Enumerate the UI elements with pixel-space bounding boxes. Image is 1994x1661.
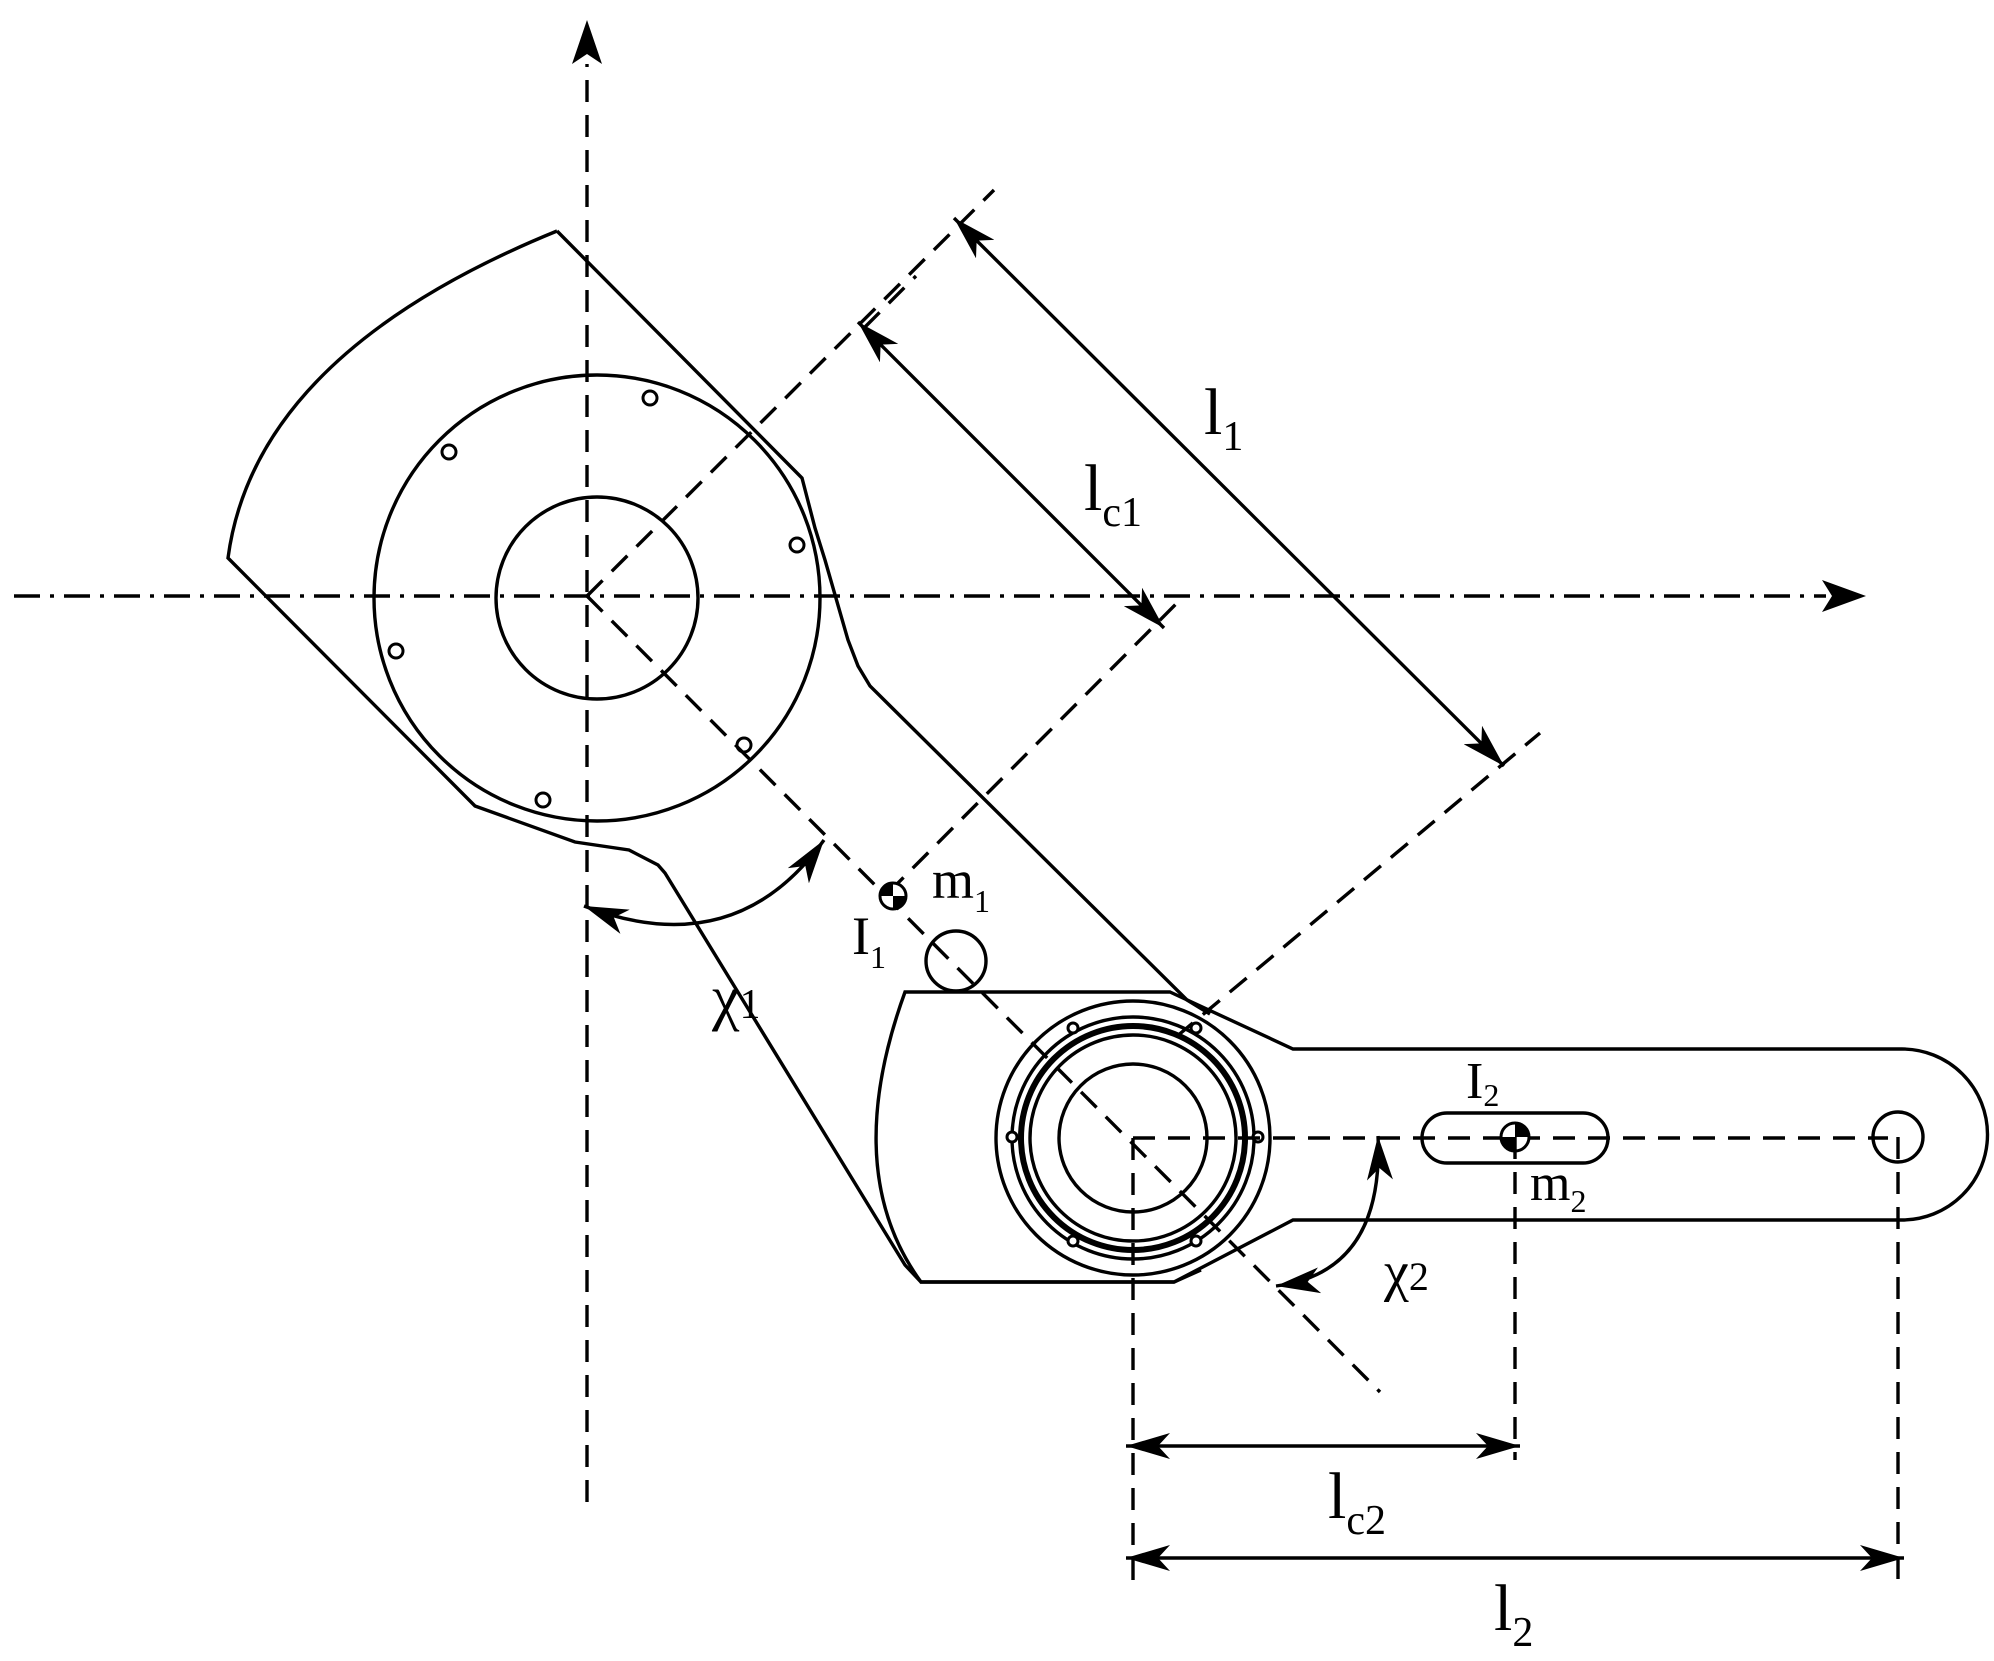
label-m2-main: m (1530, 1155, 1570, 1212)
link-1-pin (924, 929, 988, 993)
label-I2: I2 (1466, 1053, 1499, 1113)
label-chi2-sub: 2 (1409, 1254, 1429, 1299)
label-I1: I1 (852, 906, 886, 975)
label-m1-main: m (932, 850, 974, 910)
label-m1-sub: 1 (974, 883, 990, 919)
motor-1-flange (372, 373, 822, 823)
extension-line (585, 188, 996, 598)
bolt-icon (1189, 1234, 1203, 1248)
com-1-quadrant (893, 896, 906, 909)
bolt-icon (387, 642, 405, 660)
motor-1-hub (494, 495, 700, 701)
label-lc2-main: l (1328, 1460, 1346, 1533)
link-2-outline (874, 990, 1990, 1284)
bolt-icon (534, 791, 552, 809)
label-m1: m1 (932, 850, 990, 919)
bolt-icon (1005, 1130, 1019, 1144)
label-l2-sub: 2 (1512, 1610, 1533, 1656)
label-l2: l2 (1494, 1572, 1533, 1656)
label-lc1-sub: c1 (1102, 490, 1142, 536)
l1-dimension-arrow (952, 216, 1506, 768)
com-2-quadrant (1501, 1137, 1515, 1151)
extension-line (1174, 731, 1542, 1039)
link-1 (226, 229, 1211, 1284)
bolt-icon (788, 536, 806, 554)
extension-line (862, 274, 918, 330)
link-1-center-line (585, 594, 1382, 1394)
chi2-angle-arc (1275, 1135, 1393, 1294)
bolt-icon (440, 443, 458, 461)
bolt-icon (1066, 1234, 1080, 1248)
bolt-icon (641, 389, 659, 407)
com-2-quadrant (1515, 1123, 1529, 1137)
label-I2-main: I (1466, 1053, 1483, 1110)
label-chi1-sub: 1 (740, 982, 761, 1028)
label-m2: m2 (1530, 1155, 1586, 1219)
label-l1-sub: 1 (1222, 414, 1243, 460)
label-chi2: χ2 (1383, 1241, 1429, 1303)
y-axis-arrowhead (572, 20, 602, 64)
label-l2-main: l (1494, 1572, 1512, 1645)
link-1-outline (226, 229, 1211, 1284)
link-1-construction-lines (585, 188, 1542, 1394)
link-2-extension-lines (1131, 1137, 1900, 1582)
label-lc2-sub: c2 (1346, 1498, 1386, 1544)
motor-2-ring (1028, 1033, 1238, 1243)
label-chi1: χ1 (711, 964, 761, 1032)
com-1-quadrant (880, 883, 893, 896)
label-l1: l1 (1204, 376, 1243, 460)
lc1-dimension-arrow (856, 320, 1166, 630)
label-lc1: lc1 (1084, 452, 1142, 536)
label-chi2-main: χ (1383, 1241, 1409, 1303)
label-lc1-main: l (1084, 452, 1102, 525)
label-I1-main: I (852, 906, 870, 966)
label-chi1-main: χ (711, 964, 740, 1032)
motor-1-bolts (387, 389, 806, 809)
label-lc2: lc2 (1328, 1460, 1386, 1544)
center-of-mass-1 (878, 881, 908, 911)
label-m2-sub: 2 (1570, 1183, 1586, 1219)
motor-2-flange (994, 999, 1272, 1277)
label-I2-sub: 2 (1483, 1077, 1499, 1113)
bolt-icon (1189, 1021, 1203, 1035)
label-I1-sub: 1 (870, 939, 886, 975)
chi1-angle-arc (583, 839, 826, 934)
bolt-icon (1066, 1021, 1080, 1035)
x-axis-arrowhead (1822, 580, 1866, 612)
label-l1-main: l (1204, 376, 1222, 449)
